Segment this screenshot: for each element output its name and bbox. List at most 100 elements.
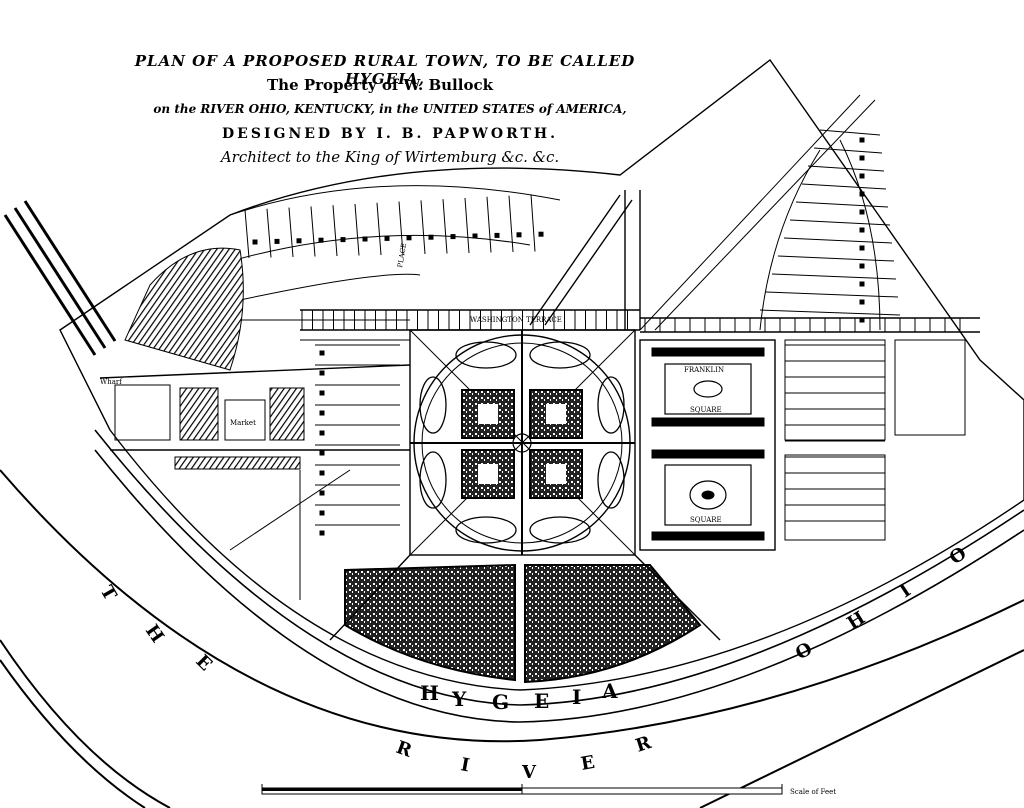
lot-divider (442, 199, 448, 254)
river-letter: V (521, 762, 537, 783)
house-marker (859, 209, 865, 215)
house-marker (859, 155, 865, 161)
title-line-4: DESIGNED BY I. B. PAPWORTH. (222, 126, 558, 142)
lot-divider (765, 291, 899, 298)
house-marker (384, 235, 390, 241)
house-marker (319, 530, 325, 536)
southern-blocks (344, 563, 702, 684)
house-marker (319, 450, 325, 456)
town-letter: H (420, 681, 439, 705)
house-marker (859, 173, 865, 179)
west-district (99, 247, 411, 600)
river-letter: R (393, 737, 415, 762)
franklin-squares (639, 339, 776, 551)
avenues (329, 190, 721, 641)
house-marker (319, 390, 325, 396)
river-banks (0, 469, 1024, 808)
lot-divider (464, 197, 470, 254)
town-letter: Y (451, 687, 467, 711)
house-marker (319, 370, 325, 376)
lot-divider (508, 195, 514, 253)
the-letter: E (191, 651, 216, 676)
title-line-2: The Property of W. Bullock (267, 76, 493, 94)
market-label: Market (230, 419, 256, 427)
lot-divider (332, 205, 338, 257)
lot-divider (819, 129, 881, 136)
crescent-lots (229, 185, 561, 301)
house-marker (406, 235, 412, 241)
house-marker (428, 234, 434, 240)
scale-label: Scale of Feet (790, 788, 836, 796)
house-marker (319, 470, 325, 476)
house-marker (319, 350, 325, 356)
town-boundary (59, 58, 1024, 691)
franklin-label: FRANKLIN (684, 366, 724, 374)
scale-bar (261, 784, 783, 795)
house-marker (319, 510, 325, 516)
house-marker (859, 191, 865, 197)
house-marker (859, 137, 865, 143)
circus-gardens (419, 341, 625, 544)
lot-divider (759, 309, 901, 316)
house-marker (859, 281, 865, 287)
wharf-label: Wharf (100, 378, 123, 386)
lot-divider (486, 196, 492, 253)
house-marker (252, 239, 258, 245)
lot-divider (771, 273, 897, 280)
river-letter: R (633, 732, 655, 757)
terrace-row (300, 309, 640, 331)
house-marker (318, 237, 324, 243)
river-letter: I (459, 754, 471, 776)
lot-divider (801, 183, 887, 190)
central-circus (409, 329, 636, 556)
lot-divider (266, 208, 272, 258)
lot-divider (789, 219, 891, 226)
lot-divider (398, 201, 404, 255)
house-marker (538, 231, 544, 237)
river-letter: E (579, 752, 596, 775)
house-marker (859, 299, 865, 305)
house-marker (319, 410, 325, 416)
house-marker (450, 234, 456, 240)
house-marker (472, 233, 478, 239)
house-marker (274, 238, 280, 244)
lot-divider (783, 237, 893, 244)
house-marker (516, 232, 522, 238)
lot-divider (376, 202, 382, 256)
town-letter: E (534, 689, 549, 713)
railway-tracks (3, 200, 117, 356)
title-line-3: on the RIVER OHIO, KENTUCKY, in the UNIT… (153, 102, 627, 116)
house-marker (859, 263, 865, 269)
house-marker (296, 238, 302, 244)
the-letter: T (96, 582, 121, 605)
northeast-lots (639, 94, 901, 331)
lot-divider (244, 209, 250, 259)
place-label: PLACE (396, 242, 408, 268)
title-line-1: PLAN OF A PROPOSED RURAL TOWN, TO BE CAL… (134, 52, 636, 88)
house-marker (319, 430, 325, 436)
ohio-letter: O (792, 638, 816, 664)
lot-divider (777, 255, 895, 262)
terrace-label: WASHINGTON TERRACE (470, 316, 562, 324)
lot-divider (310, 206, 316, 257)
house-marker (319, 490, 325, 496)
title-line-5: Architect to the King of Wirtemburg &c. … (220, 148, 560, 166)
town-letter: G (492, 690, 509, 714)
lot-divider (813, 147, 883, 154)
lot-divider (807, 165, 885, 172)
square-label-2: SQUARE (690, 516, 722, 524)
town-letter: I (572, 685, 581, 709)
lot-divider (354, 203, 360, 256)
lot-divider (530, 194, 536, 252)
lot-divider (795, 201, 889, 208)
house-marker (859, 227, 865, 233)
lot-divider (288, 207, 294, 258)
house-marker (494, 232, 500, 238)
ohio-letter: H (844, 607, 870, 634)
lot-divider (420, 200, 426, 255)
town-letter: A (601, 679, 618, 703)
embankment-road (94, 429, 1024, 723)
square-label: SQUARE (690, 406, 722, 414)
town-name-label: H Y G E I A (420, 679, 618, 714)
